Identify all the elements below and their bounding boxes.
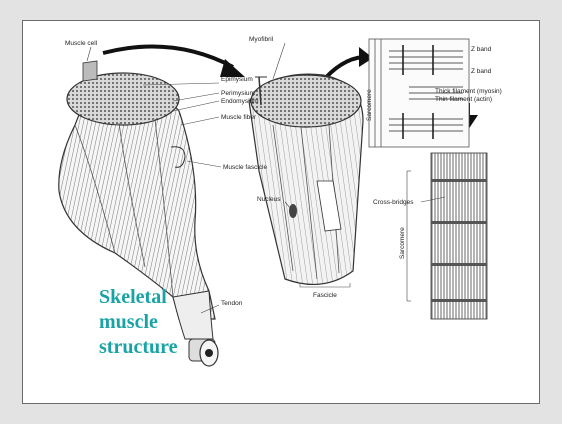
slide-title: Skeletal muscle structure xyxy=(99,285,178,360)
slide-title-line: Skeletal xyxy=(99,285,178,310)
label-sarcomere-vertical: Sarcomere xyxy=(399,227,406,259)
label-epimysium: Epimysium xyxy=(221,76,253,83)
label-cross-bridges: Cross-bridges xyxy=(373,199,414,206)
label-myofibril: Myofibril xyxy=(249,36,274,43)
label-z-band-bottom: Z band xyxy=(471,68,492,75)
slide-title-line: muscle xyxy=(99,310,178,335)
slide: Muscle cell Epimysium Perimysium Endomys… xyxy=(22,20,540,404)
slide-title-line: structure xyxy=(99,335,178,360)
label-perimysium: Perimysium xyxy=(221,90,255,97)
label-muscle-fiber: Muscle fiber xyxy=(221,114,257,121)
label-tendon: Tendon xyxy=(221,300,243,307)
sarcomere-filament-stack xyxy=(431,153,487,319)
label-thick-filament: Thick filament (myosin) xyxy=(435,88,502,95)
label-fascicle: Fascicle xyxy=(313,292,337,299)
fascicle-drawing xyxy=(249,74,363,284)
label-z-band-top: Z band xyxy=(471,46,492,53)
label-endomysium: Endomysium xyxy=(221,98,259,105)
label-thin-filament: Thin filament (actin) xyxy=(435,96,492,103)
label-muscle-fascicle: Muscle fascicle xyxy=(223,164,267,171)
label-nucleus: Nucleus xyxy=(257,196,281,203)
label-sarcomere: Sarcomere xyxy=(366,89,373,121)
label-muscle-cell: Muscle cell xyxy=(65,40,98,47)
arrow-muscle-to-fascicle xyxy=(103,47,233,67)
